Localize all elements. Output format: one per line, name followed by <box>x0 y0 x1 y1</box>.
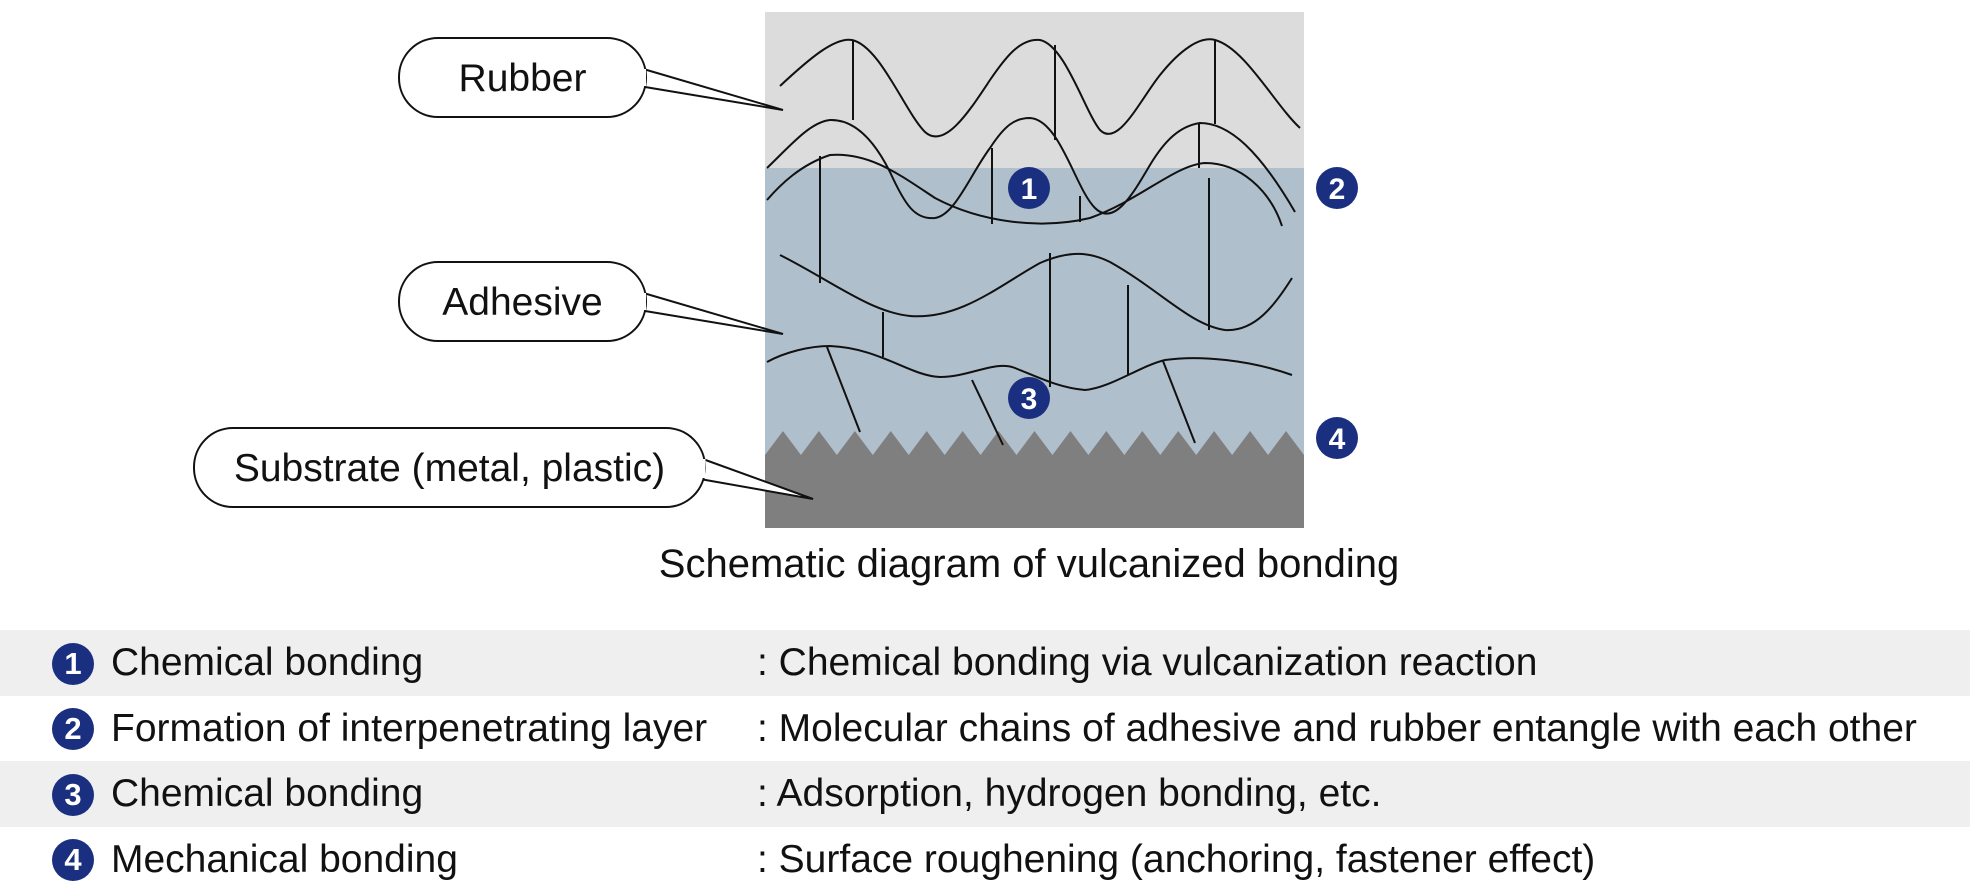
callout-pointer <box>639 67 784 111</box>
legend-row: 4 Mechanical bonding : Surface roughenin… <box>0 827 1970 893</box>
rubber-chains <box>766 38 1301 446</box>
legend-term: Chemical bonding <box>111 772 424 815</box>
legend-description: : Surface roughening (anchoring, fastene… <box>757 837 1596 881</box>
adhesive-label: Adhesive <box>442 281 602 324</box>
legend-row: 3 Chemical bonding : Adsorption, hydroge… <box>0 761 1970 827</box>
legend-description: : Adsorption, hydrogen bonding, etc. <box>757 772 1382 815</box>
adhesive-chain-1 <box>766 153 1283 227</box>
rubber-chain-lower <box>766 116 1296 220</box>
legend-row: 1 Chemical bonding : Chemical bonding vi… <box>0 630 1970 696</box>
number-badge: 1 <box>52 642 94 685</box>
marker-3: 3 <box>1008 377 1050 419</box>
marker-4-number: 4 <box>1329 423 1346 456</box>
legend-description: : Chemical bonding via vulcanization rea… <box>757 641 1538 684</box>
diagram-caption: Schematic diagram of vulcanized bonding <box>658 542 1400 586</box>
bonding-schematic: Rubber Adhesive Substrate (metal, plasti… <box>193 12 1358 528</box>
rubber-callout: Rubber <box>398 37 784 118</box>
number-badge: 2 <box>52 708 94 750</box>
crosslink <box>826 346 861 433</box>
substrate-callout: Substrate (metal, plastic) <box>193 427 814 508</box>
adhesive-chain-3 <box>766 344 1293 392</box>
legend-term: Chemical bonding <box>111 641 424 684</box>
crosslink <box>1162 360 1196 444</box>
substrate-label: Substrate (metal, plastic) <box>234 447 665 490</box>
legend-description: : Molecular chains of adhesive and rubbe… <box>757 706 1917 750</box>
marker-1: 1 <box>1008 167 1050 209</box>
marker-4: 4 <box>1316 417 1358 459</box>
legend-term: Mechanical bonding <box>111 837 458 881</box>
adhesive-chain-2 <box>779 252 1293 332</box>
rubber-label: Rubber <box>459 57 587 100</box>
legend-term: Formation of interpenetrating layer <box>111 706 708 750</box>
substrate-layer <box>765 431 1304 528</box>
marker-2: 2 <box>1316 167 1358 209</box>
marker-1-number: 1 <box>1021 173 1038 206</box>
legend-table: 1 Chemical bonding : Chemical bonding vi… <box>0 630 1970 892</box>
marker-3-number: 3 <box>1021 383 1038 416</box>
marker-2-number: 2 <box>1329 173 1346 206</box>
number-badge: 3 <box>52 773 94 816</box>
crosslink <box>971 379 1004 446</box>
legend-row: 2 Formation of interpenetrating layer : … <box>0 696 1970 762</box>
callout-pointer <box>639 291 784 335</box>
adhesive-callout: Adhesive <box>398 261 784 342</box>
callout-pointer <box>699 457 814 500</box>
rubber-layer <box>765 12 1304 168</box>
rubber-chain-upper <box>779 38 1301 138</box>
number-badge: 4 <box>52 839 94 881</box>
